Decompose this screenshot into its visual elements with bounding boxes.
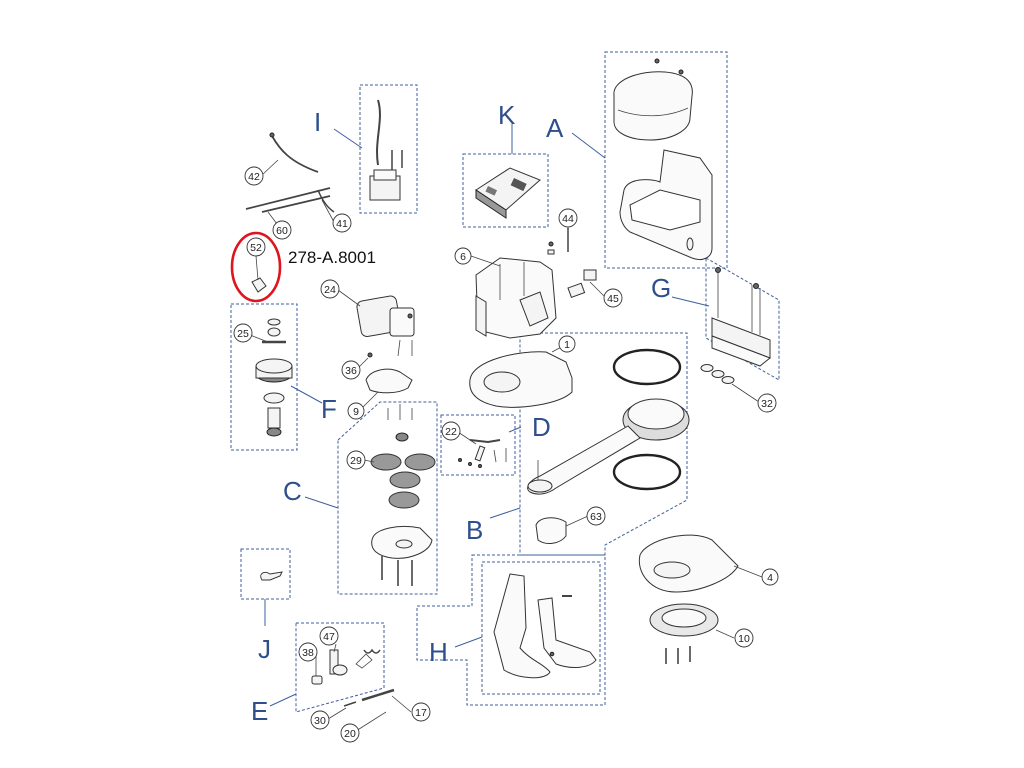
part-bolts-44 — [547, 228, 569, 255]
group-box-j — [240, 548, 291, 600]
callout-52: 52 — [246, 237, 266, 257]
svg-text:63: 63 — [590, 511, 602, 523]
callout-45: 45 — [603, 288, 623, 308]
svg-text:60: 60 — [276, 225, 288, 237]
callout-6: 6 — [454, 247, 472, 265]
part-planetary-c — [370, 404, 436, 586]
svg-text:22: 22 — [445, 426, 457, 438]
svg-text:9: 9 — [353, 406, 359, 418]
callout-25: 25 — [233, 323, 253, 343]
callout-10: 10 — [734, 628, 754, 648]
svg-text:20: 20 — [344, 728, 356, 740]
group-box-c — [337, 401, 438, 595]
callout-22: 22 — [441, 421, 461, 441]
part-transformer — [369, 99, 403, 201]
group-box-g — [705, 257, 780, 381]
callout-20: 20 — [340, 723, 360, 743]
svg-text:32: 32 — [761, 398, 773, 410]
group-box-d — [440, 414, 516, 476]
svg-text:24: 24 — [324, 284, 336, 296]
part-connector-45 — [567, 269, 597, 299]
part-hardware-d — [458, 439, 507, 468]
group-box-h — [416, 554, 606, 706]
callout-30: 30 — [310, 710, 330, 730]
part-cable-41-60 — [245, 187, 335, 213]
svg-text:6: 6 — [460, 251, 466, 263]
svg-text:44: 44 — [562, 213, 574, 225]
highlight-ellipse — [230, 231, 282, 303]
callout-9: 9 — [347, 402, 365, 420]
svg-text:45: 45 — [607, 293, 619, 305]
callout-4: 4 — [761, 568, 779, 586]
part-clip-52 — [251, 255, 267, 293]
svg-text:29: 29 — [350, 455, 362, 467]
group-label-j: J — [258, 634, 271, 664]
group-box-e — [295, 622, 385, 713]
group-label-i: I — [314, 107, 321, 137]
callout-47: 47 — [319, 626, 339, 646]
callout-32: 32 — [757, 393, 777, 413]
svg-text:25: 25 — [237, 328, 249, 340]
callout-1: 1 — [558, 335, 576, 353]
part-frame-6 — [475, 257, 557, 339]
group-box-k — [462, 153, 549, 228]
callout-60: 60 — [272, 220, 292, 240]
part-release-e — [311, 648, 381, 685]
part-code-label: 278-A.8001 — [288, 248, 376, 267]
part-disk-10 — [649, 603, 719, 664]
svg-text:1: 1 — [564, 339, 570, 351]
part-cable-42 — [269, 132, 319, 173]
callout-36: 36 — [341, 360, 361, 380]
callout-44: 44 — [558, 208, 578, 228]
group-label-c: C — [283, 476, 302, 506]
group-label-a: A — [546, 113, 564, 143]
group-box-i — [359, 84, 418, 214]
svg-text:30: 30 — [314, 715, 326, 727]
group-box-a — [604, 51, 728, 269]
group-label-b: B — [466, 515, 483, 545]
callout-63: 63 — [586, 506, 606, 526]
part-housing — [619, 149, 713, 261]
part-gasket-9 — [365, 352, 413, 394]
svg-text:42: 42 — [248, 171, 260, 183]
group-label-d: D — [532, 412, 551, 442]
group-label-h: H — [429, 637, 448, 667]
group-label-f: F — [321, 394, 337, 424]
svg-text:41: 41 — [336, 218, 348, 230]
part-pin-17 — [343, 688, 395, 707]
part-bracket — [711, 267, 771, 367]
group-label-k: K — [498, 100, 516, 130]
part-gear-stack-f — [255, 318, 293, 437]
callout-41: 41 — [332, 213, 352, 233]
svg-text:10: 10 — [738, 633, 750, 645]
part-base-1 — [469, 351, 573, 408]
part-key-j — [260, 571, 283, 581]
part-motor-24 — [356, 295, 415, 357]
svg-text:17: 17 — [415, 707, 427, 719]
callout-17: 17 — [411, 702, 431, 722]
svg-text:52: 52 — [250, 242, 262, 254]
group-label-e: E — [251, 696, 268, 726]
part-circuit-board — [475, 167, 541, 219]
callout-24: 24 — [320, 279, 340, 299]
svg-text:36: 36 — [345, 365, 357, 377]
part-nuts-32 — [700, 364, 735, 384]
callout-29: 29 — [346, 450, 366, 470]
part-encoder-plate-4 — [638, 534, 739, 593]
group-box-f — [230, 303, 298, 451]
svg-text:4: 4 — [767, 572, 773, 584]
part-arm-b — [527, 348, 690, 495]
svg-text:47: 47 — [323, 631, 335, 643]
svg-text:38: 38 — [302, 647, 314, 659]
callout-38: 38 — [298, 642, 318, 662]
part-limit-arms-h — [493, 573, 597, 679]
part-cam-63 — [535, 517, 567, 544]
group-label-g: G — [651, 273, 671, 303]
part-cover-top — [613, 58, 693, 141]
callout-42: 42 — [244, 166, 264, 186]
